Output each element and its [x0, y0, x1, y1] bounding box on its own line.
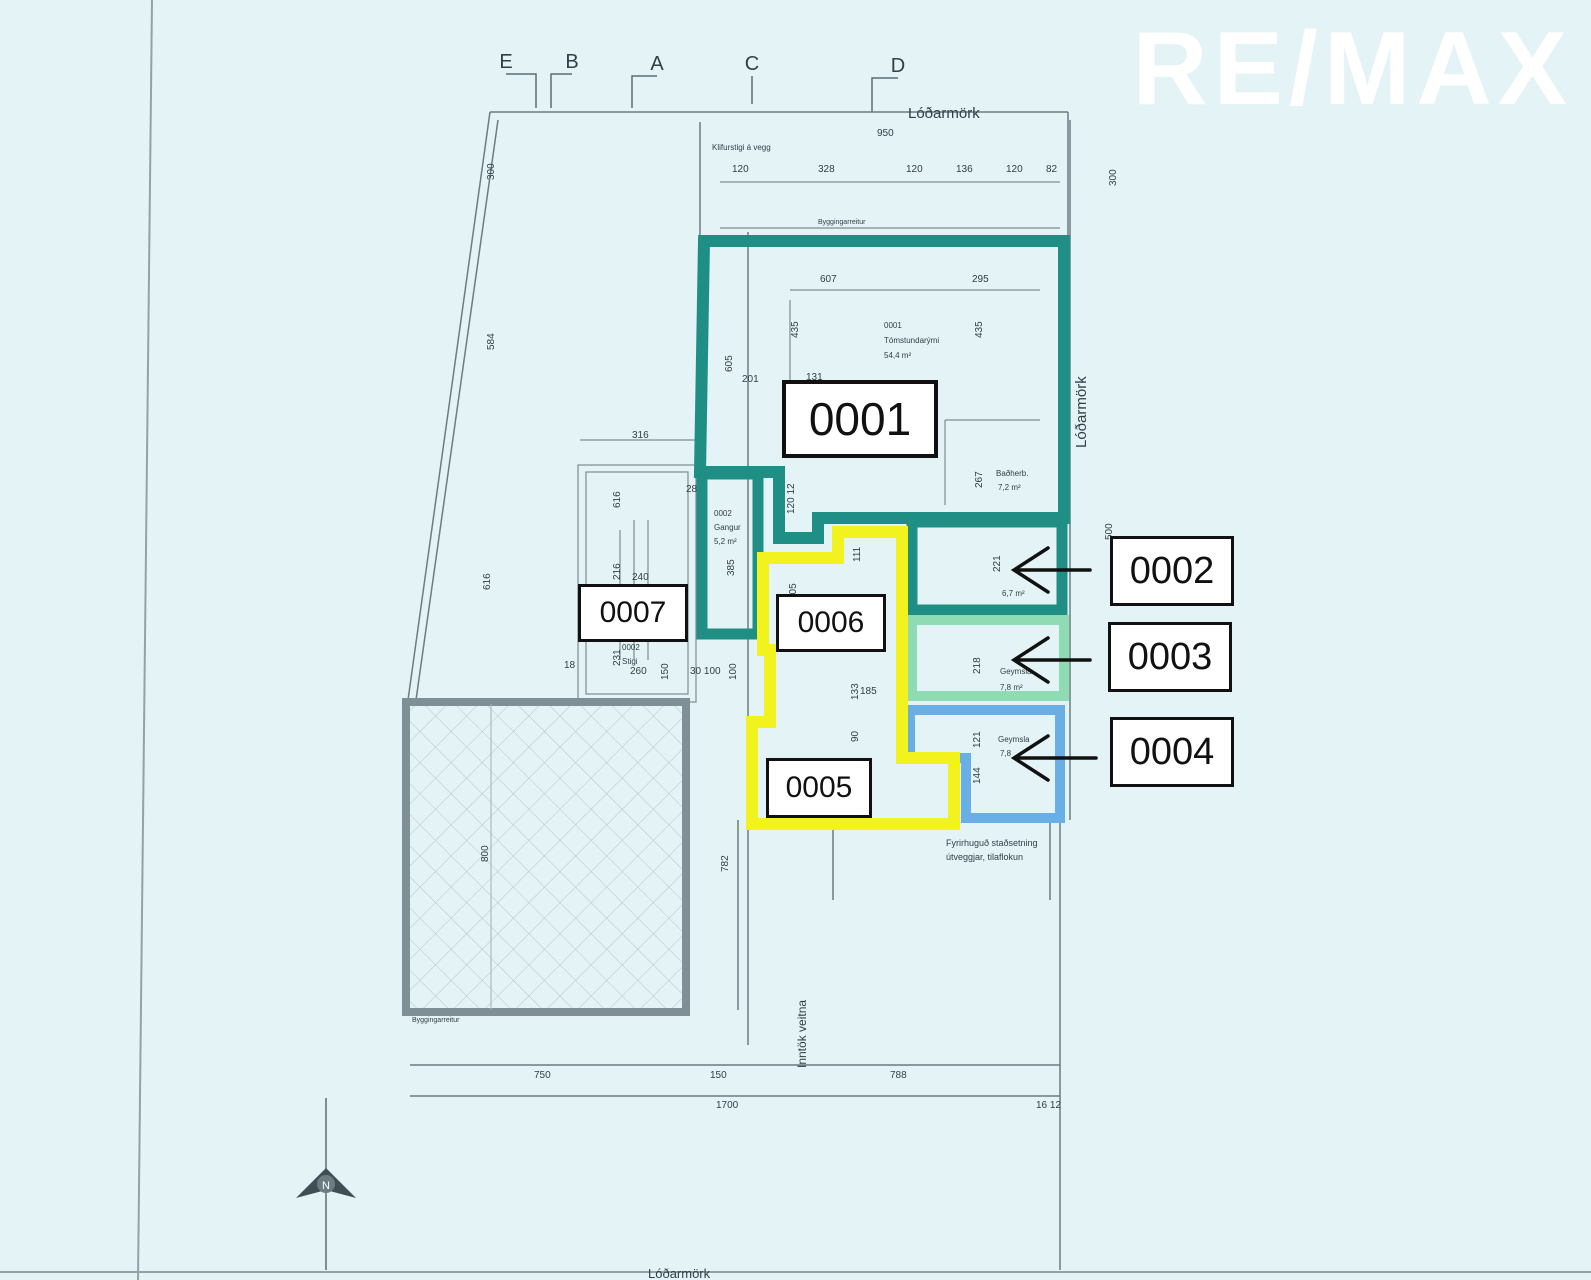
stair-name: Stigi — [622, 657, 638, 666]
dim: 300 — [486, 163, 497, 180]
hall-code: 0002 — [714, 509, 732, 518]
area-0002: 6,7 m² — [1002, 589, 1025, 598]
dim: 121 — [972, 731, 983, 748]
dim: 120 — [1006, 164, 1023, 175]
dim: 28 — [686, 484, 698, 495]
text-fyrirhugud: Fyrirhuguð staðsetning — [946, 838, 1038, 848]
north-arrow-icon: N — [296, 1098, 356, 1270]
dim: 131 — [806, 372, 823, 383]
unit-label-0006: 0006 — [776, 594, 886, 652]
dim: 584 — [486, 333, 497, 350]
dim: 185 — [860, 686, 877, 697]
dim: 950 — [877, 128, 894, 139]
grid-letter-a: A — [650, 53, 664, 75]
text-lodarmork-side: Lóðarmörk — [1073, 376, 1090, 448]
outline-units-0005-0006 — [746, 526, 960, 830]
grid-letter-b: B — [565, 51, 578, 73]
dim: 616 — [612, 491, 623, 508]
outline-hallway-0002 — [696, 468, 764, 640]
dim: 221 — [992, 555, 1003, 572]
unit-label-0003: 0003 — [1108, 622, 1232, 692]
unit-label-0004: 0004 — [1110, 717, 1234, 787]
grid-letter-c: C — [745, 53, 759, 75]
dim: 218 — [972, 657, 983, 674]
dim: 231 — [612, 649, 623, 666]
dim: 120 — [732, 164, 749, 175]
dim: 18 — [564, 660, 576, 671]
dim: 616 — [482, 573, 493, 590]
dim: 295 — [972, 274, 989, 285]
dim: 133 — [850, 683, 861, 700]
text-lodarmork-bottom: Lóðarmörk — [648, 1266, 711, 1280]
dim: 267 — [974, 471, 985, 488]
hall-area: 5,2 m² — [714, 537, 737, 546]
text-byggingarreitur-bottom: Byggingarreitur — [412, 1017, 460, 1024]
dim: 260 — [630, 666, 647, 677]
dim: 120 — [906, 164, 923, 175]
room-0001-area: 54,4 m² — [884, 351, 911, 360]
bathroom-name: Baðherb. — [996, 469, 1028, 478]
dim: 216 — [612, 563, 623, 580]
dim: 435 — [790, 321, 801, 338]
dim: 328 — [818, 164, 835, 175]
grid-leaders — [506, 73, 898, 112]
room-0001-name: Tómstundarými — [884, 336, 939, 345]
unit-label-0005: 0005 — [766, 758, 872, 818]
dim: 90 — [850, 730, 861, 742]
dim: 144 — [972, 767, 983, 784]
unit-label-0002: 0002 — [1110, 536, 1234, 606]
grid-letter-d: D — [891, 55, 905, 77]
hall-name: Gangur — [714, 523, 741, 532]
dim: 120 12 — [786, 483, 797, 514]
room-0001-code: 0001 — [884, 321, 902, 330]
dim: 100 — [728, 663, 739, 680]
text-lodarmork-top: Lóðarmörk — [908, 105, 980, 122]
north-label: N — [322, 1180, 330, 1192]
geymsla-0003: Geymsla — [1000, 667, 1032, 676]
sheet-border-left — [137, 0, 153, 1280]
dim: 111 — [852, 546, 863, 562]
dim: 150 — [660, 663, 671, 680]
area-0003: 7,8 m² — [1000, 683, 1023, 692]
dim: 300 — [1108, 169, 1119, 186]
stair-code: 0002 — [622, 643, 640, 652]
dim: 150 — [710, 1070, 727, 1081]
geymsla-0004: Geymsla — [998, 735, 1030, 744]
outline-unit-0002 — [906, 516, 1068, 616]
dim: 435 — [974, 321, 985, 338]
dim: 136 — [956, 164, 973, 175]
text-inntok: Inntök veitna — [795, 1000, 809, 1068]
dim: 782 — [720, 855, 731, 872]
dim: 240 — [632, 572, 649, 583]
text-byggingarreitur-top: Byggingarreitur — [818, 219, 866, 226]
garage-hatched-area — [402, 698, 690, 1016]
dim: 16 12 — [1036, 1100, 1061, 1111]
arrows — [1010, 546, 1098, 782]
dim: 800 — [480, 845, 491, 862]
outline-unit-0003 — [907, 615, 1069, 701]
dim: 1700 — [716, 1100, 739, 1111]
dim: 500 — [1104, 523, 1115, 540]
dim: 750 — [534, 1070, 551, 1081]
grid-letter-e: E — [499, 51, 512, 73]
dim: 788 — [890, 1070, 907, 1081]
bathroom-area: 7,2 m² — [998, 483, 1021, 492]
dim: 201 — [742, 374, 759, 385]
unit-label-0007: 0007 — [578, 584, 688, 642]
dim: 205 — [788, 583, 799, 600]
dim: 607 — [820, 274, 837, 285]
dim: 30 100 — [690, 666, 721, 677]
text-fyrirhugud-2: útveggjar, tilaflokun — [946, 852, 1023, 862]
remax-logo: RE/MAX — [1132, 11, 1573, 127]
dim: 82 — [1046, 164, 1058, 175]
dim: 385 — [726, 559, 737, 576]
area-0004: 7,8 — [1000, 749, 1012, 758]
dim: 605 — [724, 355, 735, 372]
unit-label-0001: 0001 — [782, 380, 938, 458]
dim: 316 — [632, 430, 649, 441]
text-klifurstigi: Klifurstigi á vegg — [712, 143, 771, 152]
